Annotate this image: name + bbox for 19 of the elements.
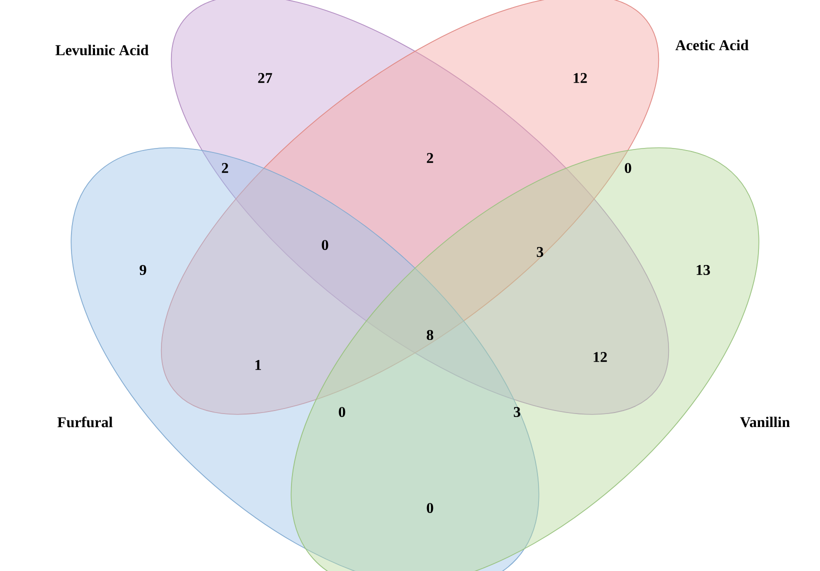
- region-count: 3: [536, 246, 544, 257]
- region-count: 9: [140, 264, 146, 275]
- region-count: 12: [594, 352, 607, 362]
- region-count: 3: [514, 406, 520, 417]
- region-count: 27: [258, 73, 272, 83]
- region-count: 13: [696, 264, 710, 275]
- set-label: Furfural: [57, 416, 113, 428]
- set-label: Acetic Acid: [675, 40, 749, 50]
- set-label: Vanillin: [740, 416, 790, 428]
- region-count: 0: [338, 406, 346, 418]
- region-count: 0: [624, 162, 632, 174]
- region-count: 0: [426, 502, 434, 514]
- region-count: 2: [222, 163, 228, 173]
- region-count: 1: [255, 360, 261, 370]
- set-label: Levulinic Acid: [56, 44, 149, 56]
- region-count: 0: [322, 240, 328, 250]
- region-count: 2: [426, 153, 434, 163]
- region-count: 8: [426, 330, 434, 340]
- region-count: 12: [574, 73, 587, 83]
